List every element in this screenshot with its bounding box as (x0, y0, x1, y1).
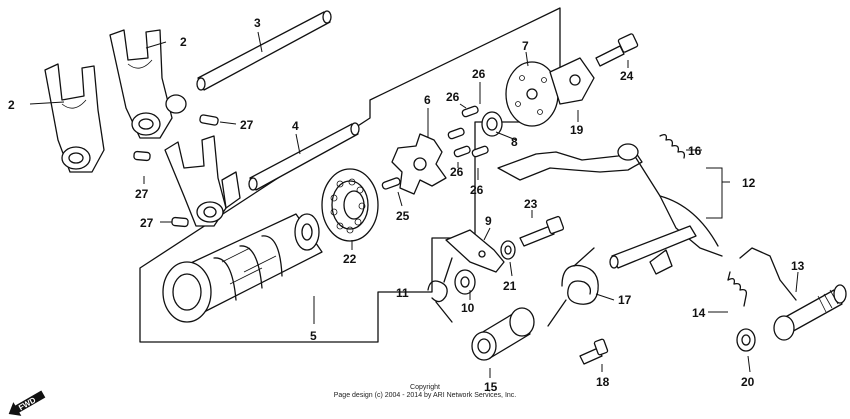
fork-shaft-4 (248, 122, 360, 191)
assembly-outline (139, 7, 561, 343)
callout-12: 12 (742, 176, 756, 190)
callout-21: 21 (503, 279, 517, 293)
bearing (321, 168, 379, 242)
callout-labels: 2 2 3 4 5 6 7 8 9 10 11 12 13 14 15 16 1… (8, 16, 805, 394)
cam-plate (505, 61, 559, 127)
fork-shaft-3 (196, 10, 332, 91)
callout-26-d: 26 (470, 183, 484, 197)
callout-22: 22 (343, 252, 357, 266)
callout-27-upper: 27 (240, 118, 254, 132)
callout-19: 19 (570, 123, 584, 137)
pin-27-upper (199, 114, 219, 126)
callout-26-b: 26 (472, 67, 486, 81)
callout-4: 4 (292, 119, 299, 133)
pin-26-a (461, 105, 479, 118)
pin-26-c (453, 145, 471, 158)
callout-14: 14 (692, 306, 706, 320)
bushing (471, 307, 535, 361)
callout-3: 3 (254, 16, 261, 30)
copyright-footer: Copyright Page design (c) 2004 - 2014 by… (0, 384, 850, 400)
stud-18 (579, 338, 609, 365)
spring-11 (427, 257, 453, 323)
callout-6: 6 (424, 93, 431, 107)
callout-15: 15 (484, 380, 498, 394)
callout-8: 8 (511, 135, 518, 149)
shift-arm (497, 143, 723, 275)
callout-24: 24 (620, 69, 634, 83)
callout-27-left: 27 (135, 187, 149, 201)
bolt-23 (519, 215, 565, 247)
callout-16: 16 (688, 144, 702, 158)
callout-13: 13 (791, 259, 805, 273)
callout-26-c: 26 (450, 165, 464, 179)
return-spring (547, 247, 599, 327)
callout-7: 7 (522, 39, 529, 53)
pin-27-left (133, 150, 151, 162)
gearshift-spindle (739, 247, 847, 341)
segment-plate (549, 57, 595, 105)
page-design-credit: Page design (c) 2004 - 2014 by ARI Netwo… (333, 392, 517, 399)
callout-9: 9 (485, 214, 492, 228)
spring-14 (727, 278, 748, 297)
drum-star-plate (391, 133, 447, 195)
callout-2-left: 2 (8, 98, 15, 112)
pin-26-d (471, 145, 489, 158)
callout-11: 11 (396, 286, 409, 300)
callout-25: 25 (396, 209, 410, 223)
pin-26-b (447, 127, 465, 140)
pin-27-lower (171, 216, 189, 228)
callout-26-a: 26 (446, 90, 460, 104)
copyright-line: Copyright (410, 384, 440, 391)
shift-fork-rear (44, 63, 105, 173)
callout-23: 23 (524, 197, 538, 211)
plate-9 (445, 229, 505, 273)
callout-20: 20 (741, 375, 755, 389)
callout-18: 18 (596, 375, 610, 389)
callout-10: 10 (461, 301, 475, 315)
bolt-24 (595, 33, 639, 67)
callout-5: 5 (310, 329, 317, 343)
leader-lines (29, 31, 799, 378)
shift-fork-middle (109, 29, 187, 139)
washer-20 (736, 328, 756, 352)
pin-25 (381, 177, 401, 190)
spring-16 (659, 134, 686, 159)
shift-fork-front (164, 135, 241, 227)
fwd-arrow-icon (8, 390, 46, 416)
collar (481, 111, 503, 137)
shift-drum (162, 213, 323, 323)
callout-17: 17 (618, 293, 632, 307)
callout-27-lower: 27 (140, 216, 154, 230)
washer-21 (500, 240, 516, 260)
collar-10 (454, 269, 476, 295)
callout-2-upper: 2 (180, 35, 187, 49)
